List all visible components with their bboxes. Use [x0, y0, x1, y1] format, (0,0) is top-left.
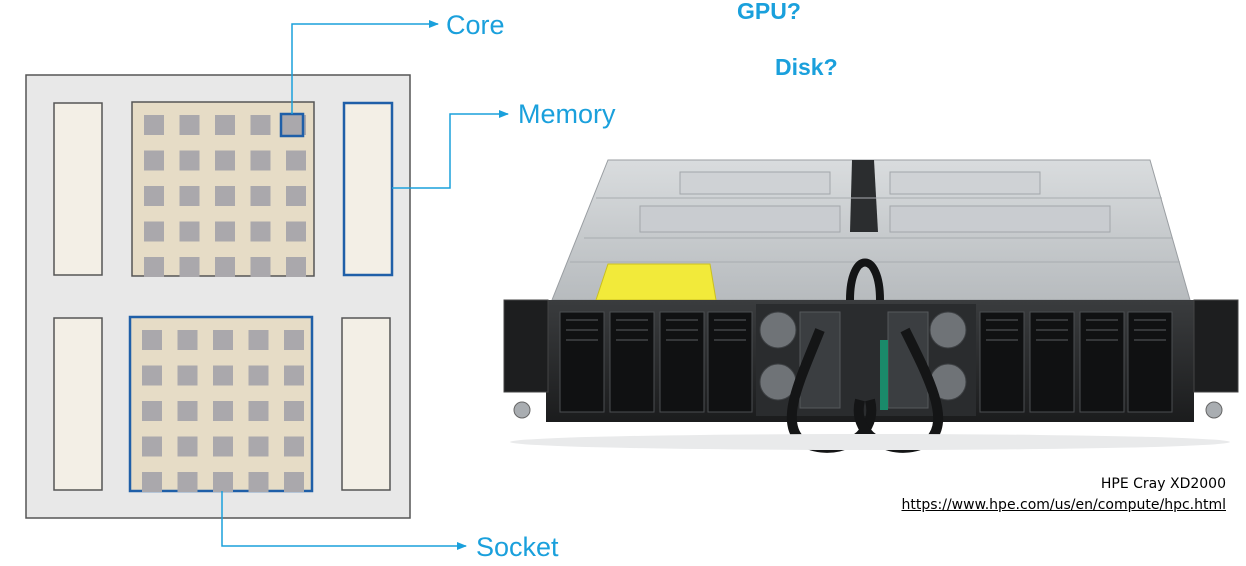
core — [144, 257, 164, 277]
memory-connector — [392, 110, 509, 189]
socket-label: Socket — [476, 532, 559, 562]
gpu-label: GPU? — [737, 0, 801, 24]
core — [248, 401, 269, 421]
core-label: Core — [446, 10, 505, 40]
caption-link[interactable]: https://www.hpe.com/us/en/compute/hpc.ht… — [901, 497, 1226, 513]
core — [248, 436, 269, 457]
core — [284, 401, 304, 421]
core — [179, 221, 200, 242]
core-highlighted — [279, 112, 305, 138]
core — [215, 257, 235, 277]
core — [177, 365, 198, 386]
core — [177, 330, 198, 350]
core — [144, 115, 164, 135]
core — [179, 150, 200, 171]
core — [215, 186, 235, 206]
core — [248, 330, 269, 350]
memory-module — [53, 102, 103, 276]
socket-connector — [221, 491, 467, 550]
core-connector — [291, 20, 439, 114]
core — [144, 186, 164, 206]
caption-title: HPE Cray XD2000 — [1100, 476, 1226, 492]
core — [284, 330, 304, 350]
core — [142, 401, 162, 421]
core — [213, 365, 233, 386]
core — [142, 472, 162, 492]
core — [215, 150, 235, 171]
disk-label: Disk? — [775, 54, 838, 80]
core — [213, 436, 233, 457]
core — [213, 401, 233, 421]
core — [250, 186, 271, 206]
core — [142, 365, 162, 386]
core — [177, 401, 198, 421]
core — [284, 365, 304, 386]
core-grid — [142, 330, 304, 492]
memory-module — [53, 317, 103, 491]
core — [144, 221, 164, 242]
core — [144, 150, 164, 171]
core — [286, 221, 306, 242]
core — [250, 257, 271, 277]
core — [215, 115, 235, 135]
core — [177, 436, 198, 457]
core — [248, 365, 269, 386]
server-image — [503, 159, 1239, 453]
memory-module — [341, 317, 391, 491]
core — [179, 186, 200, 206]
core — [248, 472, 269, 492]
core — [177, 472, 198, 492]
core — [142, 436, 162, 457]
core — [250, 150, 271, 171]
core — [179, 115, 200, 135]
core — [213, 330, 233, 350]
core — [286, 257, 306, 277]
core — [215, 221, 235, 242]
core — [250, 115, 271, 135]
core — [286, 150, 306, 171]
memory-label: Memory — [518, 99, 616, 129]
core — [286, 186, 306, 206]
core — [142, 330, 162, 350]
core — [250, 221, 271, 242]
image-caption: HPE Cray XD2000 https://www.hpe.com/us/e… — [706, 474, 1226, 516]
core — [179, 257, 200, 277]
core — [284, 472, 304, 492]
core — [213, 472, 233, 492]
core — [284, 436, 304, 457]
memory-module-highlighted — [342, 101, 394, 277]
